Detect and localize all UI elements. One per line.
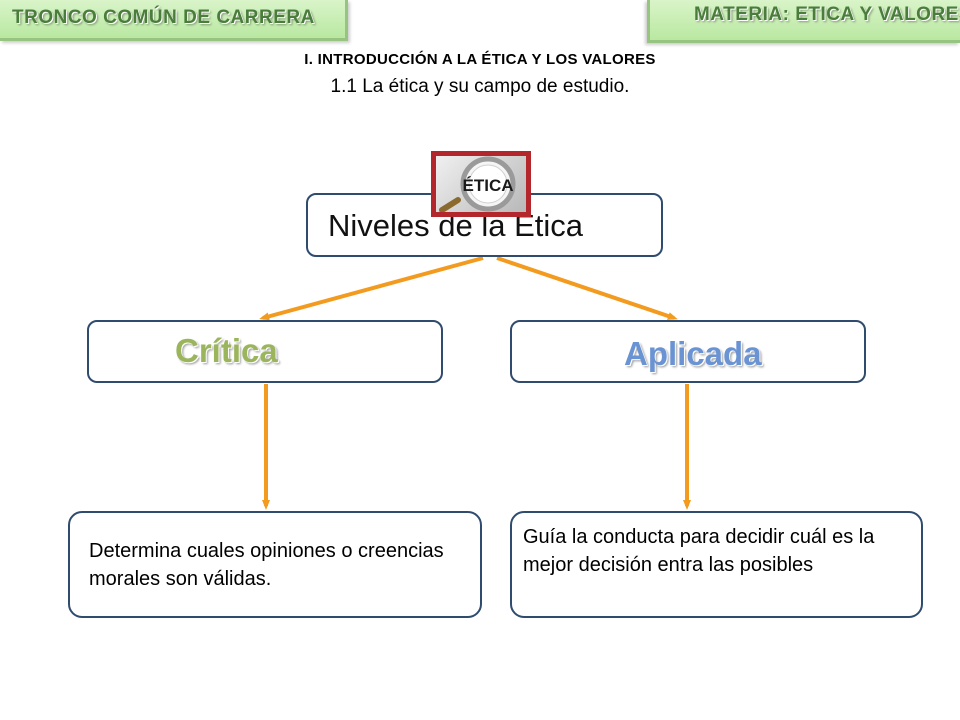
- emblem-text: ÉTICA: [463, 176, 514, 195]
- branch-label-critica: Crítica: [175, 332, 278, 369]
- arrow-root-to-aplicada: [496, 256, 678, 320]
- root-node: Niveles de la Ética: [306, 193, 663, 257]
- description-critica-text: Determina cuales opiniones o creencias m…: [89, 540, 444, 590]
- banner-left-text: TRONCO COMÚN DE CARRERA: [12, 7, 315, 28]
- description-aplicada-text: Guía la conducta para decidir cuál es la…: [523, 526, 875, 576]
- branch-label-aplicada: Aplicada: [624, 335, 762, 372]
- description-aplicada: Guía la conducta para decidir cuál es la…: [510, 511, 923, 618]
- header-banner-right: MATERIA: ETICA Y VALORES: [647, 0, 960, 43]
- arrow-root-to-critica: [259, 256, 484, 321]
- branch-node-aplicada: Aplicada: [510, 320, 866, 383]
- branch-node-critica: Crítica: [87, 320, 443, 383]
- page-subtitle: 1.1 La ética y su campo de estudio.: [330, 76, 630, 97]
- header-banner-left: TRONCO COMÚN DE CARRERA: [0, 0, 348, 41]
- description-critica: Determina cuales opiniones o creencias m…: [68, 511, 482, 618]
- page-title: I. INTRODUCCIÓN A LA ÉTICA Y LOS VALORES: [304, 51, 656, 68]
- banner-right-text: MATERIA: ETICA Y VALORES: [694, 4, 960, 25]
- etica-magnifier-icon: ÉTICA: [431, 151, 531, 217]
